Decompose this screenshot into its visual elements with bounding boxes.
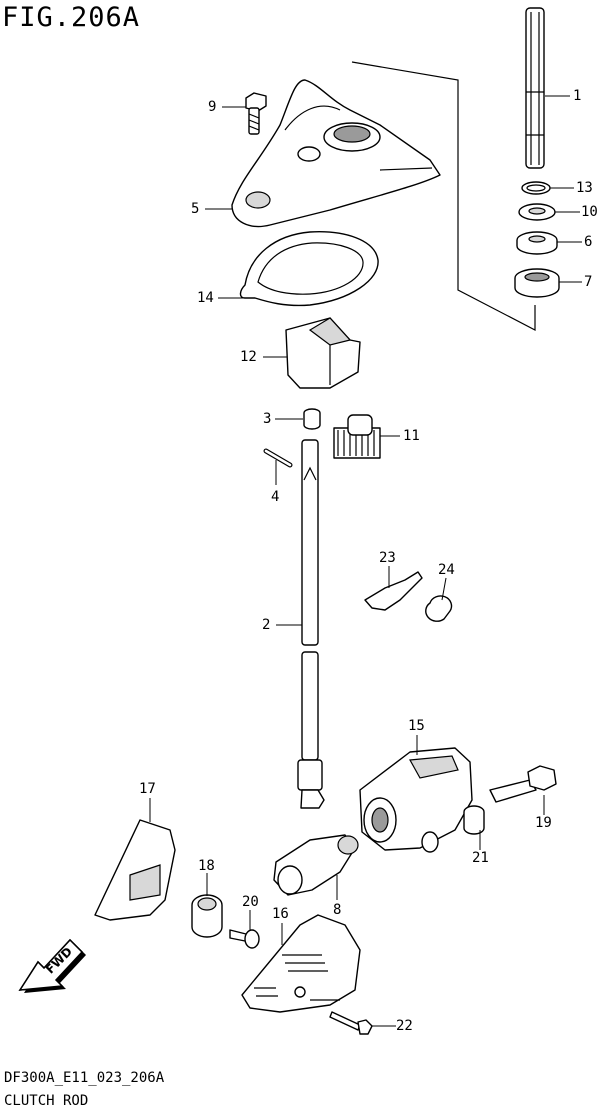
part-17-cover (94, 819, 176, 921)
callout-11: 11 (403, 428, 420, 444)
part-24-cap (425, 595, 453, 622)
callout-8: 8 (333, 902, 342, 918)
callout-4: 4 (271, 489, 280, 505)
part-5-housing (231, 79, 441, 228)
callout-20: 20 (242, 894, 259, 910)
part-6-washer (516, 231, 558, 255)
callout-6: 6 (584, 234, 593, 250)
callout-24: 24 (438, 562, 455, 578)
callout-7: 7 (584, 274, 593, 290)
part-11-gear (333, 414, 381, 459)
part-7-oil-seal (514, 268, 560, 298)
part-13-snap-ring (521, 181, 551, 195)
part-22-screw (329, 1011, 373, 1035)
callout-14: 14 (197, 290, 214, 306)
callout-21: 21 (472, 850, 489, 866)
callout-10: 10 (581, 204, 598, 220)
part-3-bushing (303, 408, 321, 430)
part-15-shift-housing (359, 747, 473, 853)
figure-code: DF300A_E11_023_206A (4, 1070, 165, 1086)
part-12-bracket (285, 317, 361, 389)
part-1-upper-shaft (525, 7, 545, 169)
part-9-bolt (245, 92, 267, 135)
leader-lines (149, 95, 582, 1027)
part-2-clutch-rod (297, 439, 325, 809)
fwd-arrow-icon: FWD (18, 938, 86, 993)
part-10-washer (518, 203, 556, 221)
callout-2: 2 (262, 617, 271, 633)
assembly-bracket (351, 61, 536, 331)
callout-23: 23 (379, 550, 396, 566)
callout-1: 1 (573, 88, 582, 104)
callout-22: 22 (396, 1018, 413, 1034)
callout-5: 5 (191, 201, 200, 217)
callout-9: 9 (208, 99, 217, 115)
callout-19: 19 (535, 815, 552, 831)
part-20-screw (229, 929, 260, 949)
callout-12: 12 (240, 349, 257, 365)
callout-3: 3 (263, 411, 272, 427)
part-21-bushing (463, 805, 485, 835)
figure-title: FIG.206A (2, 2, 141, 33)
part-23-clip (364, 571, 423, 611)
callout-13: 13 (576, 180, 593, 196)
part-4-pin (263, 448, 293, 468)
callout-15: 15 (408, 718, 425, 734)
callout-17: 17 (139, 781, 156, 797)
part-14-gasket (239, 231, 379, 307)
part-16-plate (241, 914, 361, 1013)
figure-caption: CLUTCH ROD (4, 1093, 89, 1109)
part-19-bolt (489, 765, 557, 803)
part-8-shift-cam (273, 834, 359, 896)
callout-18: 18 (198, 858, 215, 874)
part-18-collar (191, 894, 223, 938)
callout-16: 16 (272, 906, 289, 922)
